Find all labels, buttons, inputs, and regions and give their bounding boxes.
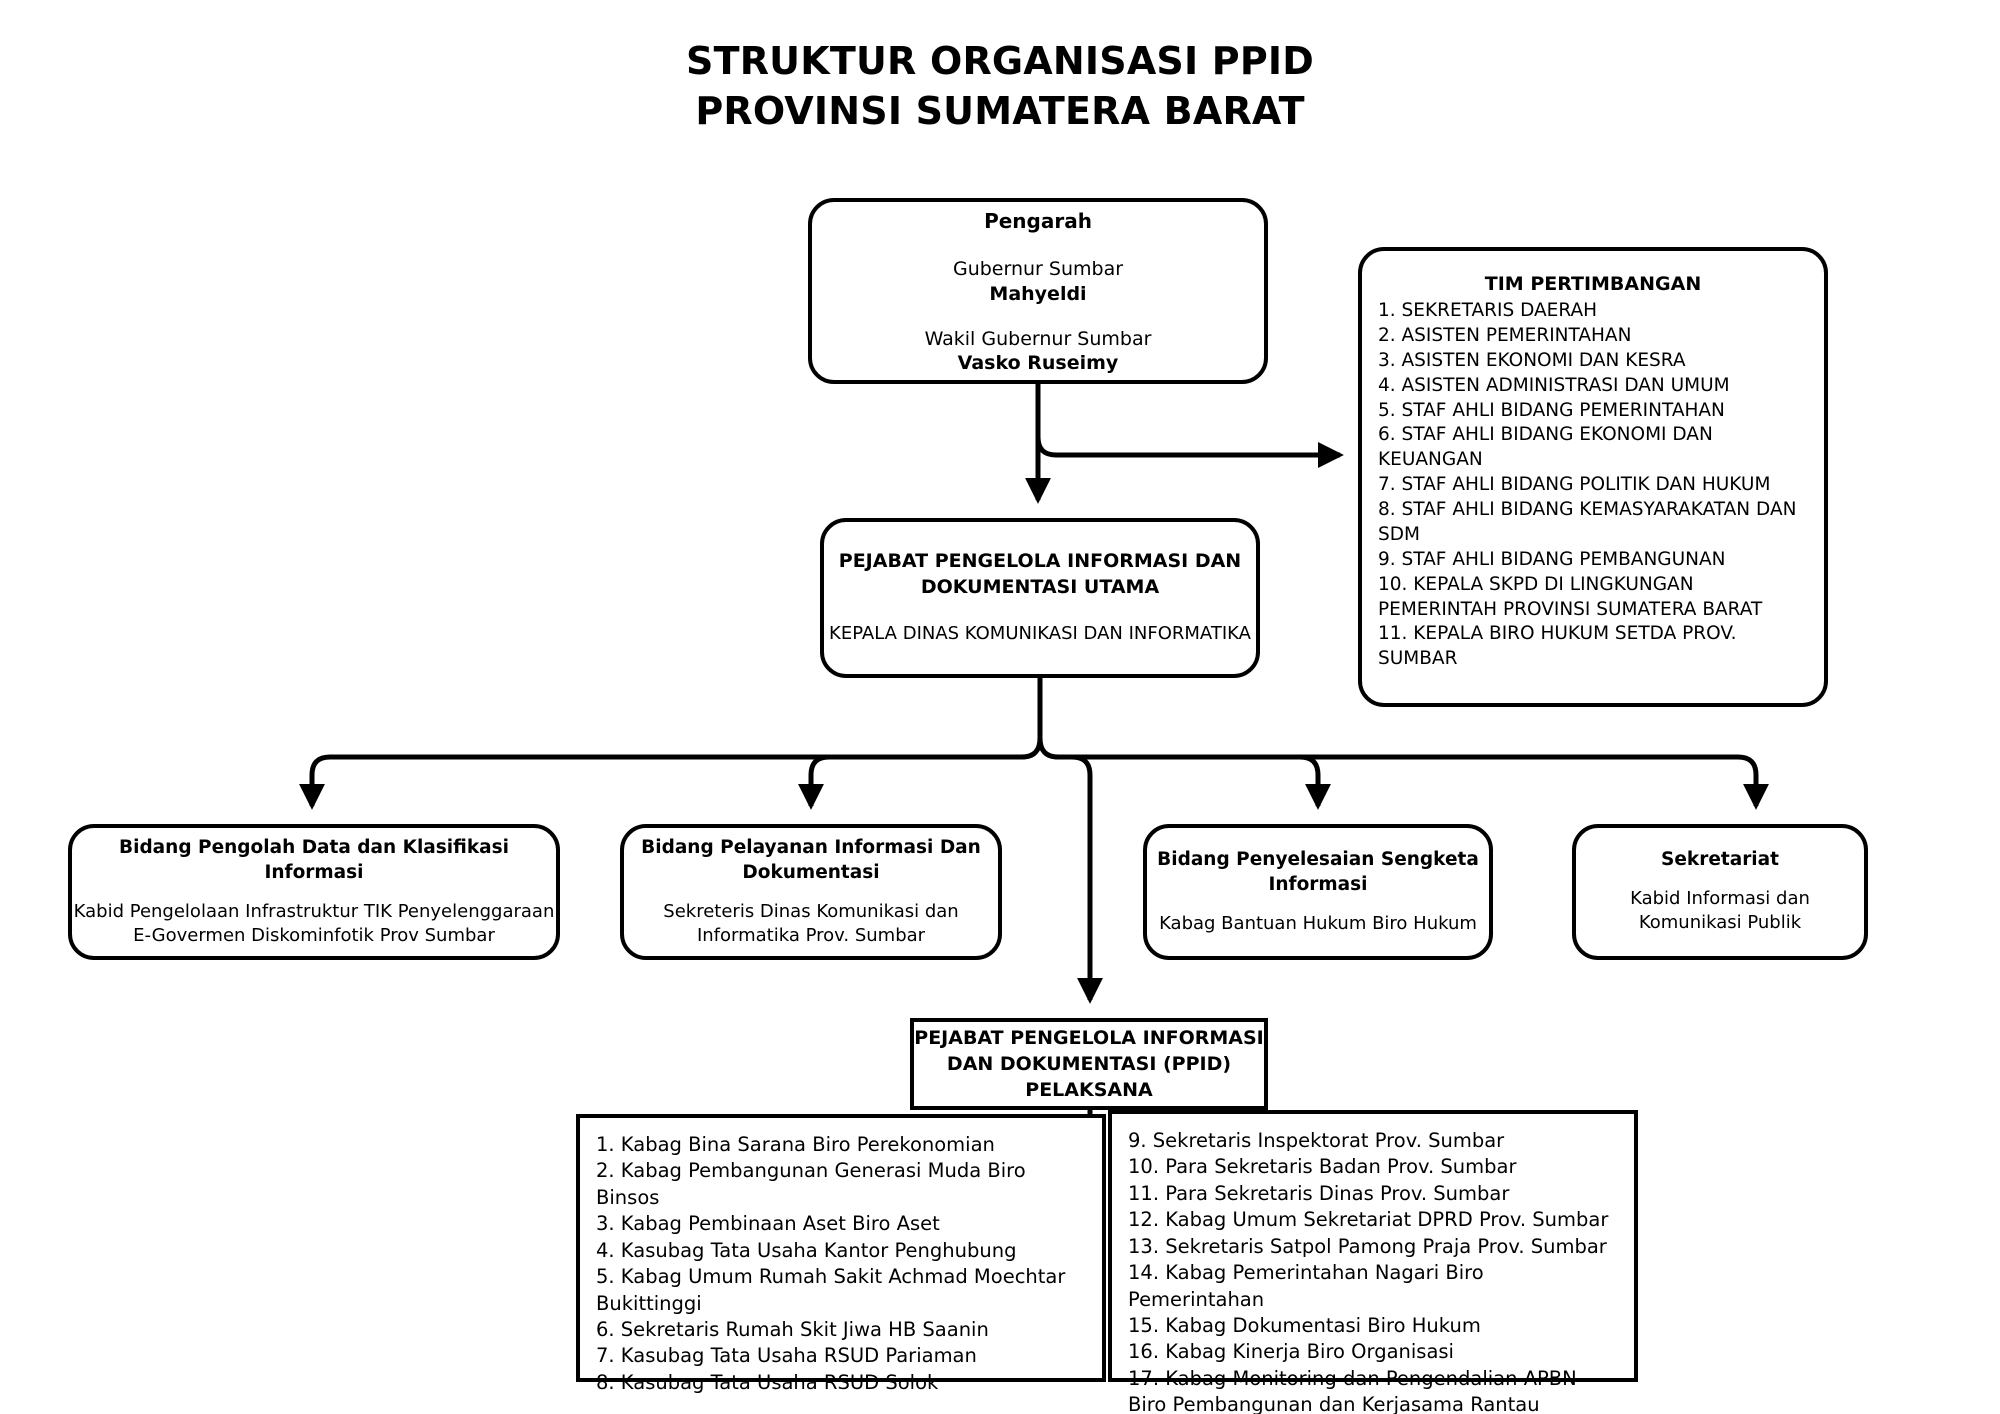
pengarah-name-governor: Mahyeldi <box>989 282 1087 305</box>
node-ppid-utama: PEJABAT PENGELOLA INFORMASI DAN DOKUMENT… <box>820 518 1260 678</box>
bidang-heading: Sekretariat <box>1661 849 1779 871</box>
node-bidang-pengolah-data: Bidang Pengolah Data dan Klasifikasi Inf… <box>68 824 560 960</box>
wire-bus-right <box>1058 754 1769 810</box>
list-item: 8. Kasubag Tata Usaha RSUD Solok <box>596 1370 939 1394</box>
node-pengarah: Pengarah Gubernur Sumbar Mahyeldi Wakil … <box>808 198 1268 384</box>
list-item: 11. Para Sekretaris Dinas Prov. Sumbar <box>1128 1181 1510 1205</box>
node-tim-pertimbangan: TIM PERTIMBANGAN 1. SEKRETARIS DAERAH 2.… <box>1358 247 1828 707</box>
list-item: 10. KEPALA SKPD DI LINGKUNGAN PEMERINTAH… <box>1378 573 1763 620</box>
list-item: 13. Sekretaris Satpol Pamong Praja Prov.… <box>1128 1234 1607 1258</box>
list-item: 4. ASISTEN ADMINISTRASI DAN UMUM <box>1378 374 1730 396</box>
ppid-utama-heading-line-2: DOKUMENTASI UTAMA <box>920 575 1160 598</box>
bidang-subtitle: Kabid Pengelolaan Infrastruktur TIK Peny… <box>73 900 555 946</box>
node-sekretariat: Sekretariat Kabid Informasi dan Komunika… <box>1572 824 1868 960</box>
pengarah-role-vice-governor: Wakil Gubernur Sumbar <box>924 327 1152 350</box>
wire-ppid-utama-stem <box>1037 678 1072 760</box>
list-item: 9. STAF AHLI BIDANG PEMBANGUNAN <box>1378 548 1726 570</box>
bidang-subtitle: Sekreteris Dinas Komunikasi dan Informat… <box>663 900 959 946</box>
bidang-subtitle: Kabid Informasi dan Komunikasi Publik <box>1630 888 1810 934</box>
list-item: 2. ASISTEN PEMERINTAHAN <box>1378 324 1632 346</box>
list-item: 10. Para Sekretaris Badan Prov. Sumbar <box>1128 1155 1517 1179</box>
bidang-heading: Bidang Penyelesaian Sengketa Informasi <box>1157 848 1479 895</box>
pengarah-role-governor: Gubernur Sumbar <box>952 257 1124 280</box>
list-item: 5. STAF AHLI BIDANG PEMERINTAHAN <box>1378 399 1725 421</box>
wire-pengarah-to-tim <box>1035 384 1344 468</box>
node-ppid-pelaksana-header: PEJABAT PENGELOLA INFORMASI DAN DOKUMENT… <box>910 1018 1268 1110</box>
list-item: 3. Kabag Pembinaan Aset Biro Aset <box>596 1212 940 1236</box>
list-item: 15. Kabag Dokumentasi Biro Hukum <box>1128 1313 1481 1337</box>
tim-pertimbangan-heading: TIM PERTIMBANGAN <box>1484 273 1702 295</box>
title-line-1: STRUKTUR ORGANISASI PPID <box>686 39 1314 83</box>
list-item: 14. Kabag Pemerintahan Nagari Biro Pemer… <box>1128 1261 1484 1311</box>
bidang-heading: Bidang Pengolah Data dan Klasifikasi Inf… <box>119 836 509 883</box>
node-bidang-penyelesaian-sengketa: Bidang Penyelesaian Sengketa Informasi K… <box>1143 824 1493 960</box>
pengarah-name-vice-governor: Vasko Ruseimy <box>957 352 1119 375</box>
title-line-2: PROVINSI SUMATERA BARAT <box>695 89 1305 134</box>
page-title: STRUKTUR ORGANISASI PPID PROVINSI SUMATE… <box>0 36 2000 136</box>
wire-bus-left <box>299 754 1022 810</box>
list-item: 3. ASISTEN EKONOMI DAN KESRA <box>1378 349 1686 371</box>
list-item: 1. SEKRETARIS DAERAH <box>1378 300 1598 321</box>
bidang-subtitle: Kabag Bantuan Hukum Biro Hukum <box>1159 912 1477 934</box>
list-item: 7. STAF AHLI BIDANG POLITIK DAN HUKUM <box>1378 474 1771 496</box>
list-item: 4. Kasubag Tata Usaha Kantor Penghubung <box>596 1238 1017 1262</box>
ppid-pelaksana-list-left: 1. Kabag Bina Sarana Biro Perekonomian 2… <box>576 1114 1106 1394</box>
wire-drop-bidang-2 <box>798 754 830 810</box>
ppid-utama-subtitle: KEPALA DINAS KOMUNIKASI DAN INFORMATIKA <box>829 623 1251 645</box>
list-item: 7. Kasubag Tata Usaha RSUD Pariaman <box>596 1344 977 1368</box>
pelaksana-heading-line-3: PELAKSANA <box>1025 1079 1153 1102</box>
pelaksana-heading-line-2: DAN DOKUMENTASI (PPID) <box>946 1052 1232 1075</box>
ppid-utama-heading-line-1: PEJABAT PENGELOLA INFORMASI DAN <box>838 550 1242 573</box>
list-item: 5. Kabag Umum Rumah Sakit Achmad Moechta… <box>596 1265 1066 1315</box>
tim-pertimbangan-list: 1. SEKRETARIS DAERAH 2. ASISTEN PEMERINT… <box>1378 299 1808 672</box>
list-item: 1. Kabag Bina Sarana Biro Perekonomian <box>596 1133 995 1156</box>
list-item: 9. Sekretaris Inspektorat Prov. Sumbar <box>1128 1129 1505 1152</box>
list-item: 11. KEPALA BIRO HUKUM SETDA PROV. SUMBAR <box>1378 623 1737 670</box>
list-item: 6. STAF AHLI BIDANG EKONOMI DAN KEUANGAN <box>1378 424 1713 471</box>
pengarah-heading: Pengarah <box>984 208 1092 233</box>
list-item: 17. Kabag Monitoring dan Pengendalian AP… <box>1128 1366 1577 1414</box>
node-bidang-pelayanan-informasi: Bidang Pelayanan Informasi Dan Dokumenta… <box>620 824 1002 960</box>
wire-bus-left-corner <box>1008 737 1043 760</box>
pelaksana-heading-line-1: PEJABAT PENGELOLA INFORMASI <box>914 1026 1264 1049</box>
list-item: 16. Kabag Kinerja Biro Organisasi <box>1128 1340 1454 1364</box>
list-item: 2. Kabag Pembangunan Generasi Muda Biro … <box>596 1159 1026 1209</box>
wire-drop-bidang-3 <box>1299 754 1331 810</box>
wire-to-ppid-pelaksana <box>1071 754 1103 1004</box>
list-item: 6. Sekretaris Rumah Skit Jiwa HB Saanin <box>596 1317 989 1341</box>
list-item: 8. STAF AHLI BIDANG KEMASYARAKATAN DAN S… <box>1378 499 1797 545</box>
list-item: 12. Kabag Umum Sekretariat DPRD Prov. Su… <box>1128 1208 1609 1232</box>
bidang-heading: Bidang Pelayanan Informasi Dan Dokumenta… <box>641 836 981 883</box>
ppid-pelaksana-list-right: 9. Sekretaris Inspektorat Prov. Sumbar 1… <box>1108 1110 1638 1414</box>
